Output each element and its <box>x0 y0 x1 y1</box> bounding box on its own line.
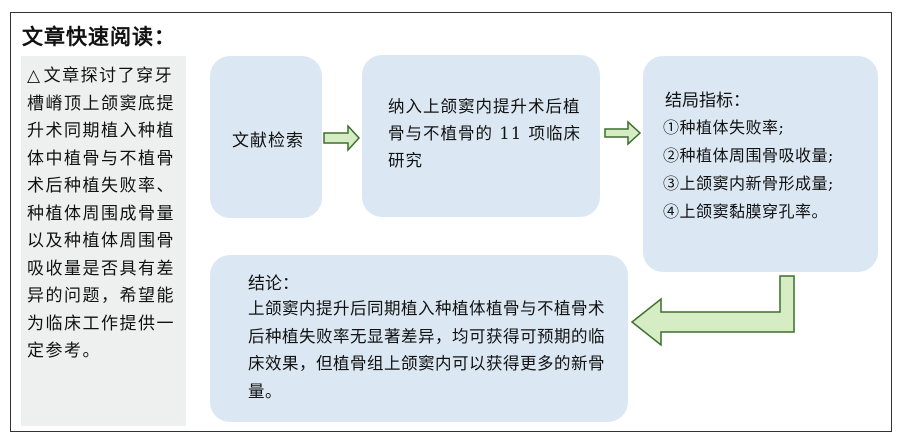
outcome-item: ①种植体失败率; <box>663 118 785 137</box>
conclusion-box: 结论： 上颌窦内提升后同期植入种植体植骨与不植骨术后种植失败率无显著差异，均可获… <box>210 255 628 422</box>
search-label: 文献检索 <box>232 131 304 151</box>
outcomes-box: 结局指标： ①种植体失败率; ②种植体周围骨吸收量; ③上颌窦内新骨形成量; ④… <box>643 56 878 272</box>
outcomes-list: ①种植体失败率; ②种植体周围骨吸收量; ③上颌窦内新骨形成量; ④上颌窦黏膜穿… <box>663 114 834 226</box>
page-title: 文章快速阅读： <box>22 25 176 49</box>
summary-text: △文章探讨了穿牙槽嵴顶上颌窦底提升术同期植入种植体中植骨与不植骨术后种植失败率、… <box>27 63 187 366</box>
elbow-arrow-icon <box>630 275 795 347</box>
right-arrow-icon <box>604 120 642 146</box>
outcome-item: ④上颌窦黏膜穿孔率。 <box>663 202 829 221</box>
right-arrow-icon <box>323 124 361 152</box>
search-box: 文献检索 <box>210 56 322 218</box>
outer-frame <box>10 12 892 432</box>
studies-label: 纳入上颌窦内提升术后植骨与不植骨的 11 项临床研究 <box>388 97 581 170</box>
outcomes-title: 结局指标： <box>665 91 750 111</box>
triangle-icon: △ <box>27 66 42 86</box>
studies-box: 纳入上颌窦内提升术后植骨与不植骨的 11 项临床研究 <box>362 55 600 217</box>
outcome-item: ②种植体周围骨吸收量; <box>663 146 834 165</box>
conclusion-title: 结论： <box>248 274 299 294</box>
conclusion-text: 上颌窦内提升后同期植入种植体植骨与不植骨术后种植失败率无显著差异，均可获得可预期… <box>248 299 605 401</box>
summary-body: 文章探讨了穿牙槽嵴顶上颌窦底提升术同期植入种植体中植骨与不植骨术后种植失败率、种… <box>27 66 175 361</box>
summary-panel: △文章探讨了穿牙槽嵴顶上颌窦底提升术同期植入种植体中植骨与不植骨术后种植失败率、… <box>21 56 186 426</box>
outcome-item: ③上颌窦内新骨形成量; <box>663 174 834 193</box>
